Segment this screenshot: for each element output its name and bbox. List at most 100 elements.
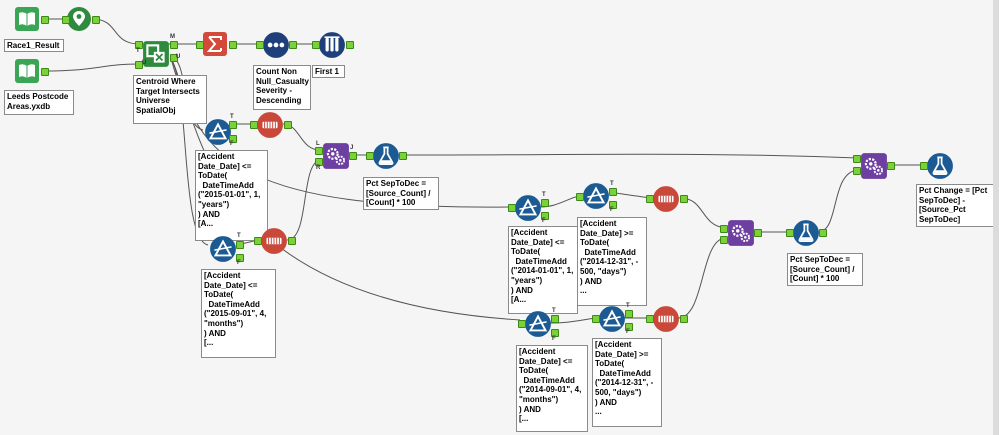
- output-anchor[interactable]: [284, 121, 292, 129]
- sample-tool-4[interactable]: [652, 305, 680, 333]
- input-anchor[interactable]: [646, 315, 654, 323]
- summarize-sigma-icon: [203, 32, 227, 56]
- true-anchor[interactable]: [551, 315, 559, 323]
- input-anchor[interactable]: [250, 121, 258, 129]
- false-anchor[interactable]: [541, 212, 549, 220]
- match-anchor[interactable]: [170, 41, 178, 49]
- sample-first-tool[interactable]: [318, 31, 346, 59]
- false-anchor[interactable]: [229, 135, 237, 143]
- output-anchor[interactable]: [41, 68, 49, 76]
- book-input-icon: [15, 59, 39, 83]
- map-tool[interactable]: [66, 6, 92, 32]
- filter-delta-icon: [205, 119, 231, 145]
- target-anchor[interactable]: [135, 41, 143, 49]
- input-tool-leeds[interactable]: [14, 58, 40, 84]
- spatial-match-tool[interactable]: [142, 40, 170, 68]
- input-anchor[interactable]: [312, 41, 320, 49]
- join-output-anchor[interactable]: [887, 162, 895, 170]
- output-anchor[interactable]: [819, 229, 827, 237]
- true-anchor[interactable]: [236, 241, 244, 249]
- right-anchor[interactable]: [315, 158, 323, 166]
- unmatched-anchor[interactable]: [170, 54, 178, 62]
- filter-tool-5[interactable]: [524, 310, 552, 338]
- filter-tool-6[interactable]: [598, 305, 626, 333]
- annotation-spatial: Centroid Where Target Intersects Univers…: [133, 75, 207, 124]
- output-anchor[interactable]: [41, 16, 49, 24]
- formula-tool-1[interactable]: [372, 142, 400, 170]
- true-anchor[interactable]: [609, 188, 617, 196]
- input-anchor[interactable]: [366, 152, 374, 160]
- sample-tool-3[interactable]: [652, 185, 680, 213]
- join-output-anchor[interactable]: [349, 152, 357, 160]
- input-anchor[interactable]: [518, 320, 526, 328]
- filter-tool-2[interactable]: [209, 235, 237, 263]
- input-anchor[interactable]: [646, 195, 654, 203]
- output-anchor[interactable]: [346, 41, 354, 49]
- left-anchor[interactable]: [315, 147, 323, 155]
- join-output-anchor[interactable]: [754, 229, 762, 237]
- sample-icon: [257, 112, 283, 138]
- scrollbar-track[interactable]: [993, 0, 999, 435]
- false-anchor[interactable]: [236, 254, 244, 262]
- filter-tool-1[interactable]: [204, 118, 232, 146]
- book-input-icon: [15, 7, 39, 31]
- sample-icon: [261, 228, 287, 254]
- spatial-match-icon: [143, 41, 169, 67]
- input-anchor[interactable]: [920, 162, 928, 170]
- formula-tool-2[interactable]: [792, 219, 820, 247]
- left-anchor[interactable]: [720, 225, 728, 233]
- annotation-filter1: [Accident Date_Date] <= ToDate( DateTime…: [195, 150, 268, 241]
- sort-tool[interactable]: [262, 31, 290, 59]
- false-anchor[interactable]: [625, 323, 633, 331]
- annotation-filter3: [Accident Date_Date] <= ToDate( DateTime…: [508, 226, 578, 314]
- join-tool-3[interactable]: [860, 152, 888, 180]
- filter-delta-icon: [525, 311, 551, 337]
- true-anchor[interactable]: [625, 310, 633, 318]
- output-anchor[interactable]: [399, 152, 407, 160]
- output-anchor[interactable]: [289, 41, 297, 49]
- annotation-filter6: [Accident Date_Date] >= ToDate( DateTime…: [592, 338, 662, 427]
- sample-tool-2[interactable]: [260, 227, 288, 255]
- input-anchor[interactable]: [576, 193, 584, 201]
- input-anchor[interactable]: [62, 16, 70, 24]
- input-anchor[interactable]: [592, 315, 600, 323]
- true-anchor[interactable]: [229, 121, 237, 129]
- filter-delta-icon: [599, 306, 625, 332]
- join-gears-icon: [861, 153, 887, 179]
- left-anchor[interactable]: [853, 155, 861, 163]
- summarize-tool[interactable]: [202, 31, 228, 57]
- universe-anchor[interactable]: [135, 61, 143, 69]
- input-anchor[interactable]: [508, 204, 516, 212]
- annotation-filter2: [Accident Date_Date] <= ToDate( DateTime…: [201, 269, 276, 358]
- filter-tool-3[interactable]: [514, 194, 542, 222]
- output-anchor[interactable]: [288, 237, 296, 245]
- sample-icon: [653, 186, 679, 212]
- output-anchor[interactable]: [229, 41, 237, 49]
- input-anchor[interactable]: [256, 41, 264, 49]
- formula-tool-3[interactable]: [926, 152, 954, 180]
- join-gears-icon: [728, 220, 754, 246]
- input-anchor[interactable]: [786, 229, 794, 237]
- formula-flask-icon: [373, 143, 399, 169]
- filter-delta-icon: [583, 183, 609, 209]
- right-anchor[interactable]: [853, 167, 861, 175]
- false-anchor[interactable]: [551, 329, 559, 337]
- join-tool-1[interactable]: [322, 142, 350, 170]
- input-anchor[interactable]: [196, 41, 204, 49]
- output-anchor[interactable]: [680, 315, 688, 323]
- map-pin-icon: [67, 7, 91, 31]
- output-anchor[interactable]: [680, 195, 688, 203]
- input-anchor[interactable]: [254, 237, 262, 245]
- sample-tool-1[interactable]: [256, 111, 284, 139]
- output-anchor[interactable]: [92, 16, 100, 24]
- filter-tool-4[interactable]: [582, 182, 610, 210]
- right-anchor[interactable]: [720, 236, 728, 244]
- join-tool-2[interactable]: [727, 219, 755, 247]
- false-anchor[interactable]: [609, 201, 617, 209]
- annotation-first: First 1: [312, 65, 345, 78]
- true-anchor[interactable]: [541, 199, 549, 207]
- annotation-input1: Race1_Result: [4, 39, 64, 52]
- input-tool-race1[interactable]: [14, 6, 40, 32]
- test-tubes-icon: [319, 32, 345, 58]
